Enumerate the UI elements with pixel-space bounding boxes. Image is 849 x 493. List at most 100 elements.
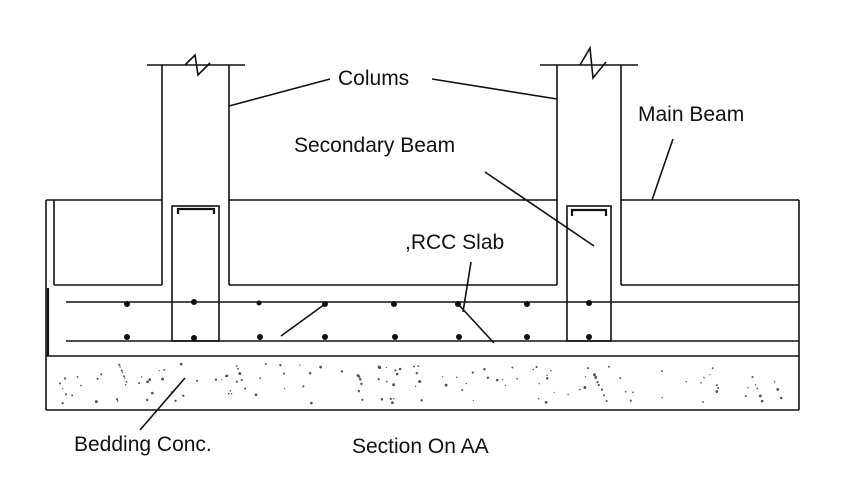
speckle [357, 375, 361, 378]
slab-rebars [124, 300, 530, 340]
speckle [221, 378, 223, 381]
speckle [76, 375, 79, 378]
speckle [567, 393, 569, 396]
speckle [715, 390, 719, 393]
bedding-concrete [46, 362, 799, 411]
speckle [179, 362, 183, 366]
speckle [461, 389, 464, 392]
speckle [398, 367, 402, 371]
speckle [415, 372, 418, 375]
speckle [779, 396, 783, 400]
speckle [537, 397, 540, 400]
speckle [224, 375, 227, 378]
speckle [392, 383, 395, 387]
speckle [578, 388, 581, 391]
speckle [148, 378, 152, 381]
speckle [538, 383, 540, 385]
speckle [119, 365, 121, 368]
speckle [394, 369, 397, 372]
speckle [660, 370, 663, 373]
speckle [361, 398, 364, 401]
speckle [282, 372, 285, 375]
speckle [229, 390, 232, 392]
speckle [141, 376, 143, 378]
speckle [214, 378, 218, 381]
speckle [607, 365, 610, 368]
speckle [96, 377, 99, 380]
secondary-beam-right [566, 205, 612, 342]
bedding-speckles [59, 362, 783, 405]
speckle [545, 377, 549, 380]
speckle [709, 373, 711, 376]
speckle [483, 368, 486, 371]
speckle [358, 377, 362, 381]
speckle [150, 391, 154, 395]
speckle [279, 364, 282, 367]
speckle [619, 377, 622, 380]
left-column [147, 53, 245, 285]
speckle [138, 382, 141, 385]
speckle [444, 383, 448, 387]
speckle [237, 368, 239, 370]
speckle [532, 368, 535, 371]
speckle [244, 387, 247, 390]
speckle [417, 365, 420, 367]
speckle [377, 378, 380, 381]
speckle [756, 387, 759, 390]
speckle [235, 380, 238, 383]
speckle [661, 396, 664, 399]
speckle [455, 376, 458, 378]
speckle [182, 394, 185, 397]
speckle [391, 401, 394, 405]
speckle [360, 382, 363, 386]
speckle [544, 401, 548, 404]
speckle [441, 375, 444, 378]
speckle [124, 377, 126, 379]
speckle [516, 377, 518, 380]
speckle [259, 377, 262, 379]
speckle [393, 397, 395, 400]
speckle [377, 365, 381, 369]
speckle [596, 381, 599, 384]
speckle [63, 377, 67, 380]
speckle [420, 399, 423, 402]
speckle [632, 391, 634, 394]
speckle [100, 373, 103, 376]
speckle [319, 365, 322, 369]
speckle [395, 372, 399, 376]
speckle [747, 387, 749, 389]
speckle [235, 365, 238, 367]
speckle [593, 373, 596, 377]
speckle [264, 362, 267, 366]
speckle [597, 384, 600, 387]
secondary-beam-left [171, 205, 220, 342]
speckle [80, 384, 82, 387]
speckle [238, 372, 242, 376]
speckle [125, 380, 128, 383]
speckle [254, 393, 258, 397]
speckle [700, 381, 702, 384]
speckle [385, 380, 388, 383]
secondary-beam-label: Secondary Beam [294, 134, 455, 157]
speckle [583, 386, 587, 389]
rcc-slab [46, 301, 799, 357]
speckle [773, 380, 776, 383]
speckle [310, 401, 313, 405]
speckle [553, 391, 555, 393]
speckle [227, 392, 230, 395]
speckle [414, 385, 417, 388]
speckle [550, 369, 552, 372]
speckle [118, 363, 121, 366]
section-title: Section On AA [352, 435, 489, 458]
speckle [760, 399, 764, 403]
speckle [357, 390, 361, 393]
speckle [511, 366, 514, 369]
bedding-concrete-label: Bedding Conc. [74, 433, 212, 456]
main-beam-label: Main Beam [638, 103, 744, 126]
speckle [501, 378, 504, 381]
speckle [161, 377, 165, 381]
speckle [546, 374, 548, 376]
speckle [413, 365, 415, 368]
speckle [419, 380, 422, 383]
speckle [504, 384, 506, 387]
